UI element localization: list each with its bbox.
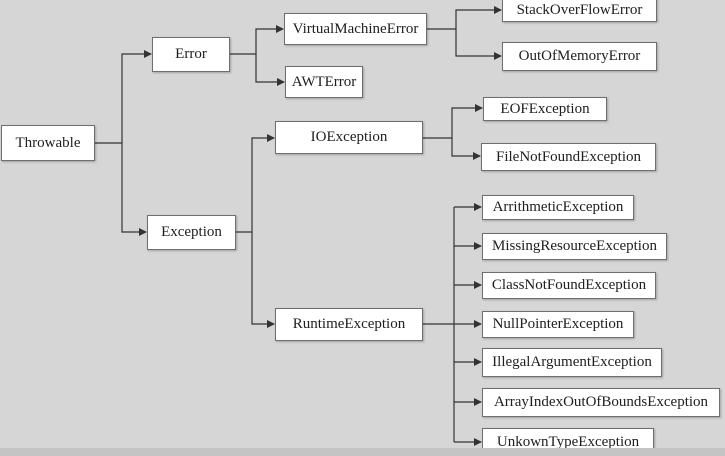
node-out-of-memory-error: OutOfMemoryError (502, 42, 657, 71)
node-array-index-out-of-bounds-exception: ArrayIndexOutOfBoundsException (482, 388, 720, 417)
node-eof-exception: EOFException (483, 97, 607, 121)
node-class-not-found-exception: ClassNotFoundException (482, 272, 656, 299)
node-awt-error-label: AWTError (291, 73, 357, 90)
edge-vme-stackoverflow (427, 6, 502, 30)
node-file-not-found-exception: FileNotFoundException (481, 143, 656, 171)
node-stack-overflow-error-label: StackOverFlowError (516, 1, 643, 18)
node-illegal-argument-exception-label: IllegalArgumentException (492, 354, 652, 370)
node-io-exception-label: IOException (310, 129, 388, 145)
edge-io-filenotfound (451, 138, 481, 160)
node-throwable: Throwable (1, 125, 95, 161)
node-unknown-type-exception-label: UnkownTypeException (496, 433, 640, 450)
node-out-of-memory-error-label: OutOfMemoryError (518, 48, 641, 64)
edge-exception-io (236, 134, 275, 233)
node-arithmetic-exception: ArrithmeticException (482, 195, 634, 220)
edge-vme-outofmemory (455, 29, 502, 60)
edge-error-vme (230, 25, 284, 55)
node-virtual-machine-error-label: VirtualMachineError (292, 20, 419, 37)
node-throwable-label: Throwable (15, 134, 81, 151)
node-virtual-machine-error: VirtualMachineError (284, 13, 427, 45)
node-error: Error (152, 37, 230, 72)
node-missing-resource-exception: MissingResourceException (482, 233, 667, 260)
edge-io-eof (423, 104, 483, 139)
node-error-label: Error (175, 46, 207, 62)
node-file-not-found-exception-label: FileNotFoundException (496, 148, 641, 165)
edge-error-awt (255, 54, 285, 86)
node-io-exception: IOException (275, 121, 423, 154)
node-runtime-exception-label: RuntimeException (292, 316, 406, 332)
node-exception-label: Exception (161, 224, 222, 240)
node-illegal-argument-exception: IllegalArgumentException (482, 348, 662, 377)
node-missing-resource-exception-label: MissingResourceException (492, 238, 657, 254)
edge-throwable-error (95, 50, 152, 144)
edge-exception-runtime (251, 232, 275, 328)
node-awt-error: AWTError (285, 66, 363, 98)
node-class-not-found-exception-label: ClassNotFoundException (491, 277, 647, 293)
node-runtime-exception: RuntimeException (275, 308, 423, 341)
node-arithmetic-exception-label: ArrithmeticException (492, 199, 624, 215)
node-eof-exception-label: EOFException (500, 100, 590, 117)
node-null-pointer-exception: NullPointerException (482, 311, 634, 338)
node-stack-overflow-error: StackOverFlowError (502, 0, 657, 22)
node-exception: Exception (147, 215, 236, 250)
edge-throwable-exception (121, 143, 147, 236)
bottom-strip (0, 448, 725, 456)
node-null-pointer-exception-label: NullPointerException (492, 316, 624, 332)
node-array-index-out-of-bounds-exception-label: ArrayIndexOutOfBoundsException (493, 394, 709, 410)
